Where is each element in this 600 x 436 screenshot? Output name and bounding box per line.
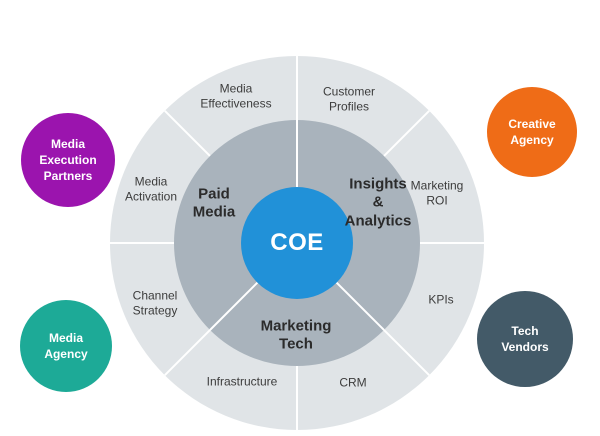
partner-circle-creative-agency: Creative Agency — [487, 87, 577, 177]
partner-label: Media Execution Partners — [39, 136, 97, 184]
partner-label: Creative Agency — [508, 116, 556, 147]
partner-label: Tech Vendors — [501, 323, 549, 354]
outer-ring-dividers — [110, 56, 484, 430]
partner-circle-tech-vendors: Tech Vendors — [477, 291, 573, 387]
partner-label: Media Agency — [44, 330, 88, 361]
segment-divider — [331, 277, 385, 331]
segment-divider — [381, 110, 430, 159]
segment-divider — [381, 327, 430, 376]
partner-circle-media-agency: Media Agency — [20, 300, 112, 392]
segment-divider — [164, 110, 213, 159]
core-circle — [241, 187, 353, 299]
segment-divider — [164, 327, 213, 376]
inner-ring-dividers — [209, 120, 385, 331]
segment-divider — [209, 277, 263, 331]
partner-circle-media-execution-partners: Media Execution Partners — [21, 113, 115, 207]
